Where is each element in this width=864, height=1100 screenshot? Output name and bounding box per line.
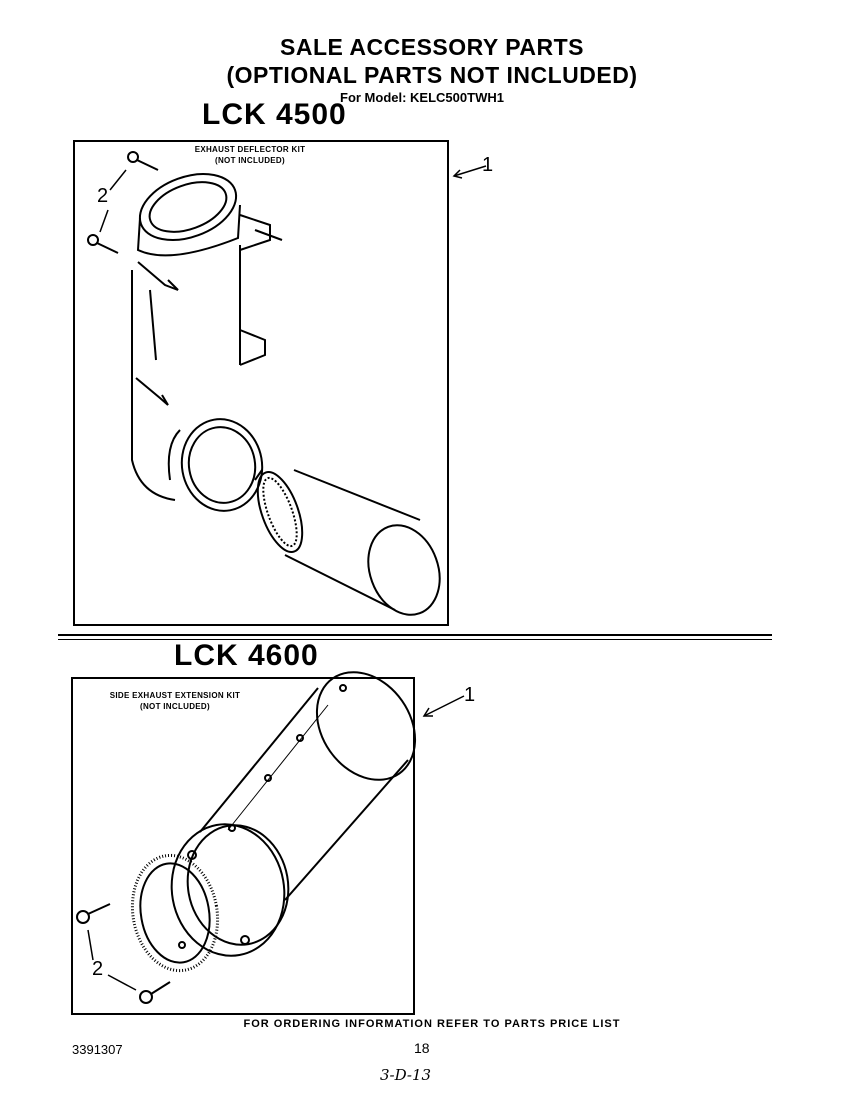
screw-icon — [127, 151, 159, 171]
callout-arrow — [452, 165, 487, 179]
section-title-lck4600: LCK 4600 — [174, 639, 319, 672]
page-number: 18 — [414, 1040, 430, 1056]
callout-arrow — [422, 695, 465, 717]
screw-icon — [139, 981, 171, 1004]
callout-screws-lck4500: 2 — [97, 185, 109, 207]
section-title-lck4500: LCK 4500 — [202, 98, 347, 131]
section-divider — [58, 639, 772, 640]
screw-icon — [87, 234, 119, 254]
kit-note: (NOT INCLUDED) — [140, 702, 210, 711]
page-subtitle: (OPTIONAL PARTS NOT INCLUDED) — [226, 62, 638, 88]
callout-kit-lck4600: 1 — [464, 684, 476, 706]
section-divider — [58, 634, 772, 636]
document-number: 3391307 — [72, 1042, 123, 1057]
kit-label-side-exhaust: SIDE EXHAUST EXTENSION KIT (NOT INCLUDED… — [100, 690, 250, 712]
callout-screws-lck4600: 2 — [92, 958, 104, 980]
screw-icon — [76, 903, 111, 924]
model-number: For Model: KELC500TWH1 — [340, 90, 504, 105]
kit-name: SIDE EXHAUST EXTENSION KIT — [109, 691, 241, 700]
page-title: SALE ACCESSORY PARTS — [280, 34, 584, 60]
diagram-frame-lck4500 — [73, 140, 449, 626]
kit-label-exhaust-deflector: EXHAUST DEFLECTOR KIT (NOT INCLUDED) — [180, 144, 320, 166]
callout-kit-lck4500: 1 — [482, 154, 494, 176]
diagram-frame-lck4600 — [71, 677, 415, 1015]
kit-note: (NOT INCLUDED) — [215, 156, 285, 165]
kit-name: EXHAUST DEFLECTOR KIT — [194, 145, 306, 154]
ordering-note: FOR ORDERING INFORMATION REFER TO PARTS … — [243, 1018, 621, 1030]
date-code: 3-D-13 — [380, 1066, 432, 1084]
